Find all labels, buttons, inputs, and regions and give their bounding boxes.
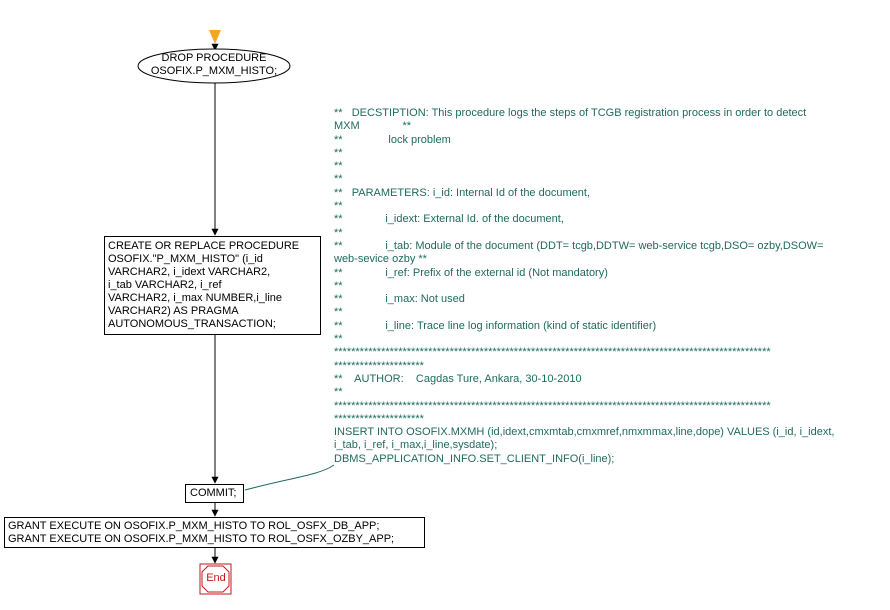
drop-line-2: OSOFIX.P_MXM_HISTO; [150,65,278,77]
comment-line-18: ** [334,333,343,346]
start-marker-icon [209,30,221,44]
commit-node: COMMIT; [185,484,244,503]
comment-line-19: ****************************************… [334,346,771,359]
end-node-octagon [201,565,230,593]
comment-line-1: ** DECSTIPTION: This procedure logs the … [334,107,807,119]
create-line-6: VARCHAR2) AS PRAGMA [108,305,239,317]
comment-line-24: ********************* [334,412,424,425]
procedure-comment: ** DECSTIPTION: This procedure logs the … [334,107,884,466]
comment-line-27: DBMS_APPLICATION_INFO.SET_CLIENT_INFO(i_… [334,452,615,465]
comment-line-23: ****************************************… [334,399,771,412]
comment-line-13: ** i_ref: Prefix of the external id (Not… [334,266,608,279]
comment-line-15: ** i_max: Not used [334,293,465,306]
comment-line-26: i_tab, i_ref, i_max,i_line,sysdate); [334,439,498,452]
create-line-7: AUTONOMOUS_TRANSACTION; [108,318,276,330]
comment-line-12: web-sevice ozby ** [334,253,427,266]
comment-line-16: ** [334,306,343,319]
commit-label: COMMIT; [190,487,237,499]
create-line-5: VARCHAR2, i_max NUMBER,i_line [108,292,283,304]
grant-line-2: GRANT EXECUTE ON OSOFIX.P_MXM_HISTO TO R… [8,533,395,545]
comment-line-5: ** [334,160,343,173]
comment-line-7: ** PARAMETERS: i_id: Internal Id of the … [334,186,590,199]
grant-node: GRANT EXECUTE ON OSOFIX.P_MXM_HISTO TO R… [4,517,425,548]
comment-line-6: ** [334,173,343,186]
create-line-1: CREATE OR REPLACE PROCEDURE [108,240,300,252]
comment-line-14: ** [334,279,343,292]
drop-procedure-node: DROP PROCEDURE OSOFIX.P_MXM_HISTO; [139,52,289,78]
start-ellipse [137,48,291,84]
comment-link [244,464,335,491]
comment-line-3: ** lock problem [334,133,451,146]
create-line-3: VARCHAR2, i_idext VARCHAR2, [108,266,271,278]
comment-line-11: ** i_tab: Module of the document (DDT= t… [334,239,824,252]
drop-line-1: DROP PROCEDURE [161,52,267,64]
comment-line-8: ** [334,200,343,213]
comment-line-20: ********************* [334,359,424,372]
comment-line-4: ** [334,146,343,159]
comment-line-25: INSERT INTO OSOFIX.MXMH (id,idext,cmxmta… [334,426,835,439]
grant-line-1: GRANT EXECUTE ON OSOFIX.P_MXM_HISTO TO R… [8,520,380,532]
create-procedure-node: CREATE OR REPLACE PROCEDURE OSOFIX."P_MX… [104,236,321,335]
comment-line-2: MXM ** [334,120,412,133]
comment-line-17: ** i_line: Trace line log information (k… [334,319,657,332]
end-node: End [202,572,230,585]
end-label: End [206,572,226,584]
comment-line-21: ** AUTHOR: Cagdas Ture, Ankara, 30-10-20… [334,372,582,385]
comment-line-9: ** i_idext: External Id. of the document… [334,213,564,226]
comment-line-22: ** [334,386,343,399]
comment-line-10: ** [334,226,343,239]
create-line-2: OSOFIX."P_MXM_HISTO" (i_id [108,253,263,265]
create-line-4: i_tab VARCHAR2, i_ref [108,279,222,291]
